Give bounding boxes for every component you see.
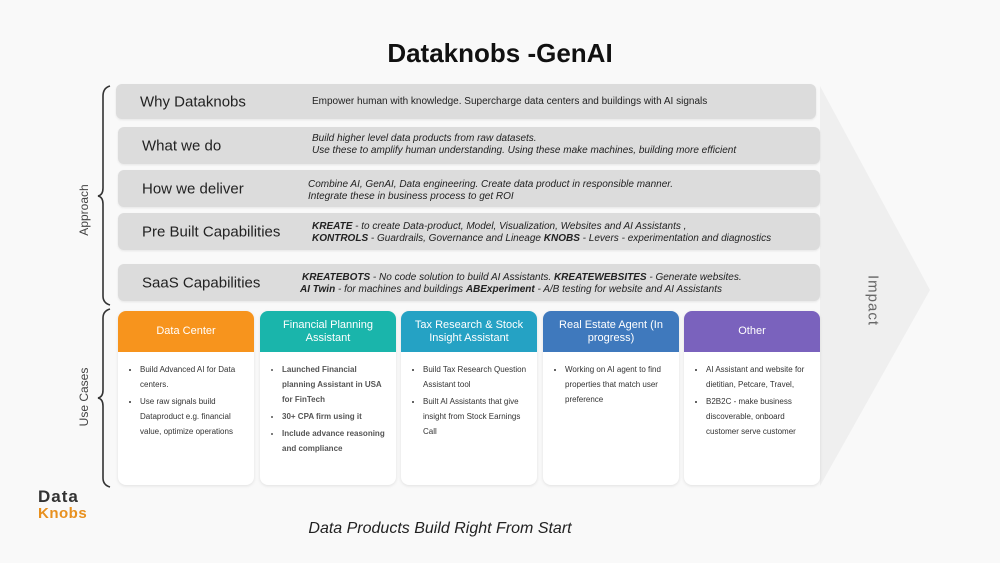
- row-pre-built-capabilities: Pre Built Capabilities KREATE - to creat…: [118, 213, 820, 250]
- list-item: Use raw signals build Dataproduct e.g. f…: [140, 394, 244, 439]
- card-title: Data Center: [156, 325, 216, 337]
- row-label: Why Dataknobs: [140, 93, 246, 110]
- list-item: Build Tax Research Question Assistant to…: [423, 362, 527, 392]
- ai-twin-keyword: AI Twin: [300, 284, 336, 295]
- row-what-we-do: What we do Build higher level data produ…: [118, 127, 820, 164]
- abexperiment-keyword: ABExperiment: [465, 284, 535, 295]
- kreate-description: - to create Data-product, Model, Visuali…: [352, 221, 687, 232]
- kontrols-description: - Guardrails, Governance and Lineage: [368, 233, 544, 244]
- card-data-center: Data Center Build Advanced AI for Data c…: [118, 311, 254, 485]
- list-item: Include advance reasoning and compliance: [282, 426, 386, 456]
- card-title: Financial Planning Assistant: [283, 318, 373, 344]
- card-bullets: AI Assistant and website for dietitian, …: [684, 352, 820, 439]
- card-bullets: Build Tax Research Question Assistant to…: [401, 352, 537, 439]
- card-header: Data Center: [118, 311, 254, 352]
- page-title: Dataknobs -GenAI: [387, 38, 613, 68]
- card-header: Other: [684, 311, 820, 352]
- list-item: Build Advanced AI for Data centers.: [140, 362, 244, 392]
- kreatewebsites-keyword: KREATEWEBSITES: [553, 272, 647, 283]
- list-item: B2B2C - make business discoverable, onbo…: [706, 394, 810, 439]
- card-title: Other: [738, 325, 766, 337]
- row-saas-capabilities: SaaS Capabilities KREATEBOTS - No code s…: [118, 264, 820, 301]
- kreatebots-keyword: KREATEBOTS: [302, 272, 371, 283]
- kontrols-keyword: KONTROLS: [312, 233, 369, 244]
- knobs-keyword: KNOBS: [543, 233, 580, 244]
- card-real-estate: Real Estate Agent (In progress) Working …: [543, 311, 679, 485]
- footer-tagline: Data Products Build Right From Start: [308, 520, 572, 537]
- ai-twin-description: - for machines and buildings: [335, 284, 466, 295]
- row-description: KREATE - to create Data-product, Model, …: [312, 221, 686, 233]
- kreatewebsites-description: - Generate websites.: [646, 272, 742, 283]
- card-bullets: Working on AI agent to find properties t…: [543, 352, 679, 407]
- impact-label: Impact: [864, 274, 882, 326]
- approach-label: Approach: [77, 184, 91, 236]
- card-header: Tax Research & Stock Insight Assistant: [401, 311, 537, 352]
- row-description: AI Twin - for machines and buildings ABE…: [300, 284, 722, 296]
- card-other: Other AI Assistant and website for dieti…: [684, 311, 820, 485]
- list-item: AI Assistant and website for dietitian, …: [706, 362, 810, 392]
- logo-top-text: Data: [38, 487, 79, 506]
- card-bullets: Launched Financial planning Assistant in…: [260, 352, 396, 456]
- row-why-dataknobs: Why Dataknobs Empower human with knowled…: [116, 84, 816, 119]
- list-item: Working on AI agent to find properties t…: [565, 362, 669, 407]
- row-description: Empower human with knowledge. Supercharg…: [312, 96, 708, 107]
- row-label: Pre Built Capabilities: [142, 223, 281, 240]
- list-item: Launched Financial planning Assistant in…: [282, 362, 386, 407]
- list-item: Built AI Assistants that give insight fr…: [423, 394, 527, 439]
- abexperiment-description: - A/B testing for website and AI Assista…: [534, 284, 723, 295]
- row-description: Use these to amplify human understanding…: [312, 145, 737, 156]
- kreatebots-description: - No code solution to build AI Assistant…: [370, 272, 554, 283]
- row-description: KREATEBOTS - No code solution to build A…: [302, 272, 742, 284]
- row-label: What we do: [142, 137, 222, 154]
- knobs-description: - Levers - experimentation and diagnosti…: [579, 233, 772, 244]
- card-bullets: Build Advanced AI for Data centers. Use …: [118, 352, 254, 439]
- kreate-keyword: KREATE: [312, 221, 353, 232]
- use-cases-label: Use Cases: [77, 367, 91, 427]
- list-item: 30+ CPA firm using it: [282, 409, 386, 424]
- row-label: How we deliver: [142, 180, 244, 197]
- row-description: KONTROLS - Guardrails, Governance and Li…: [312, 233, 771, 245]
- row-description: Combine AI, GenAI, Data engineering. Cre…: [308, 179, 674, 190]
- card-header: Real Estate Agent (In progress): [543, 311, 679, 352]
- row-description: Integrate these in business process to g…: [308, 191, 514, 202]
- row-description: Build higher level data products from ra…: [312, 133, 537, 144]
- card-tax-research: Tax Research & Stock Insight Assistant B…: [401, 311, 537, 485]
- logo-bottom-text: Knobs: [38, 505, 88, 522]
- dataknobs-logo: Data Knobs: [38, 488, 100, 528]
- card-financial-planning: Financial Planning Assistant Launched Fi…: [260, 311, 396, 485]
- row-how-we-deliver: How we deliver Combine AI, GenAI, Data e…: [118, 170, 820, 207]
- row-label: SaaS Capabilities: [142, 274, 261, 291]
- card-header: Financial Planning Assistant: [260, 311, 396, 352]
- card-title: Real Estate Agent (In progress): [559, 318, 663, 344]
- card-title: Tax Research & Stock Insight Assistant: [414, 318, 524, 344]
